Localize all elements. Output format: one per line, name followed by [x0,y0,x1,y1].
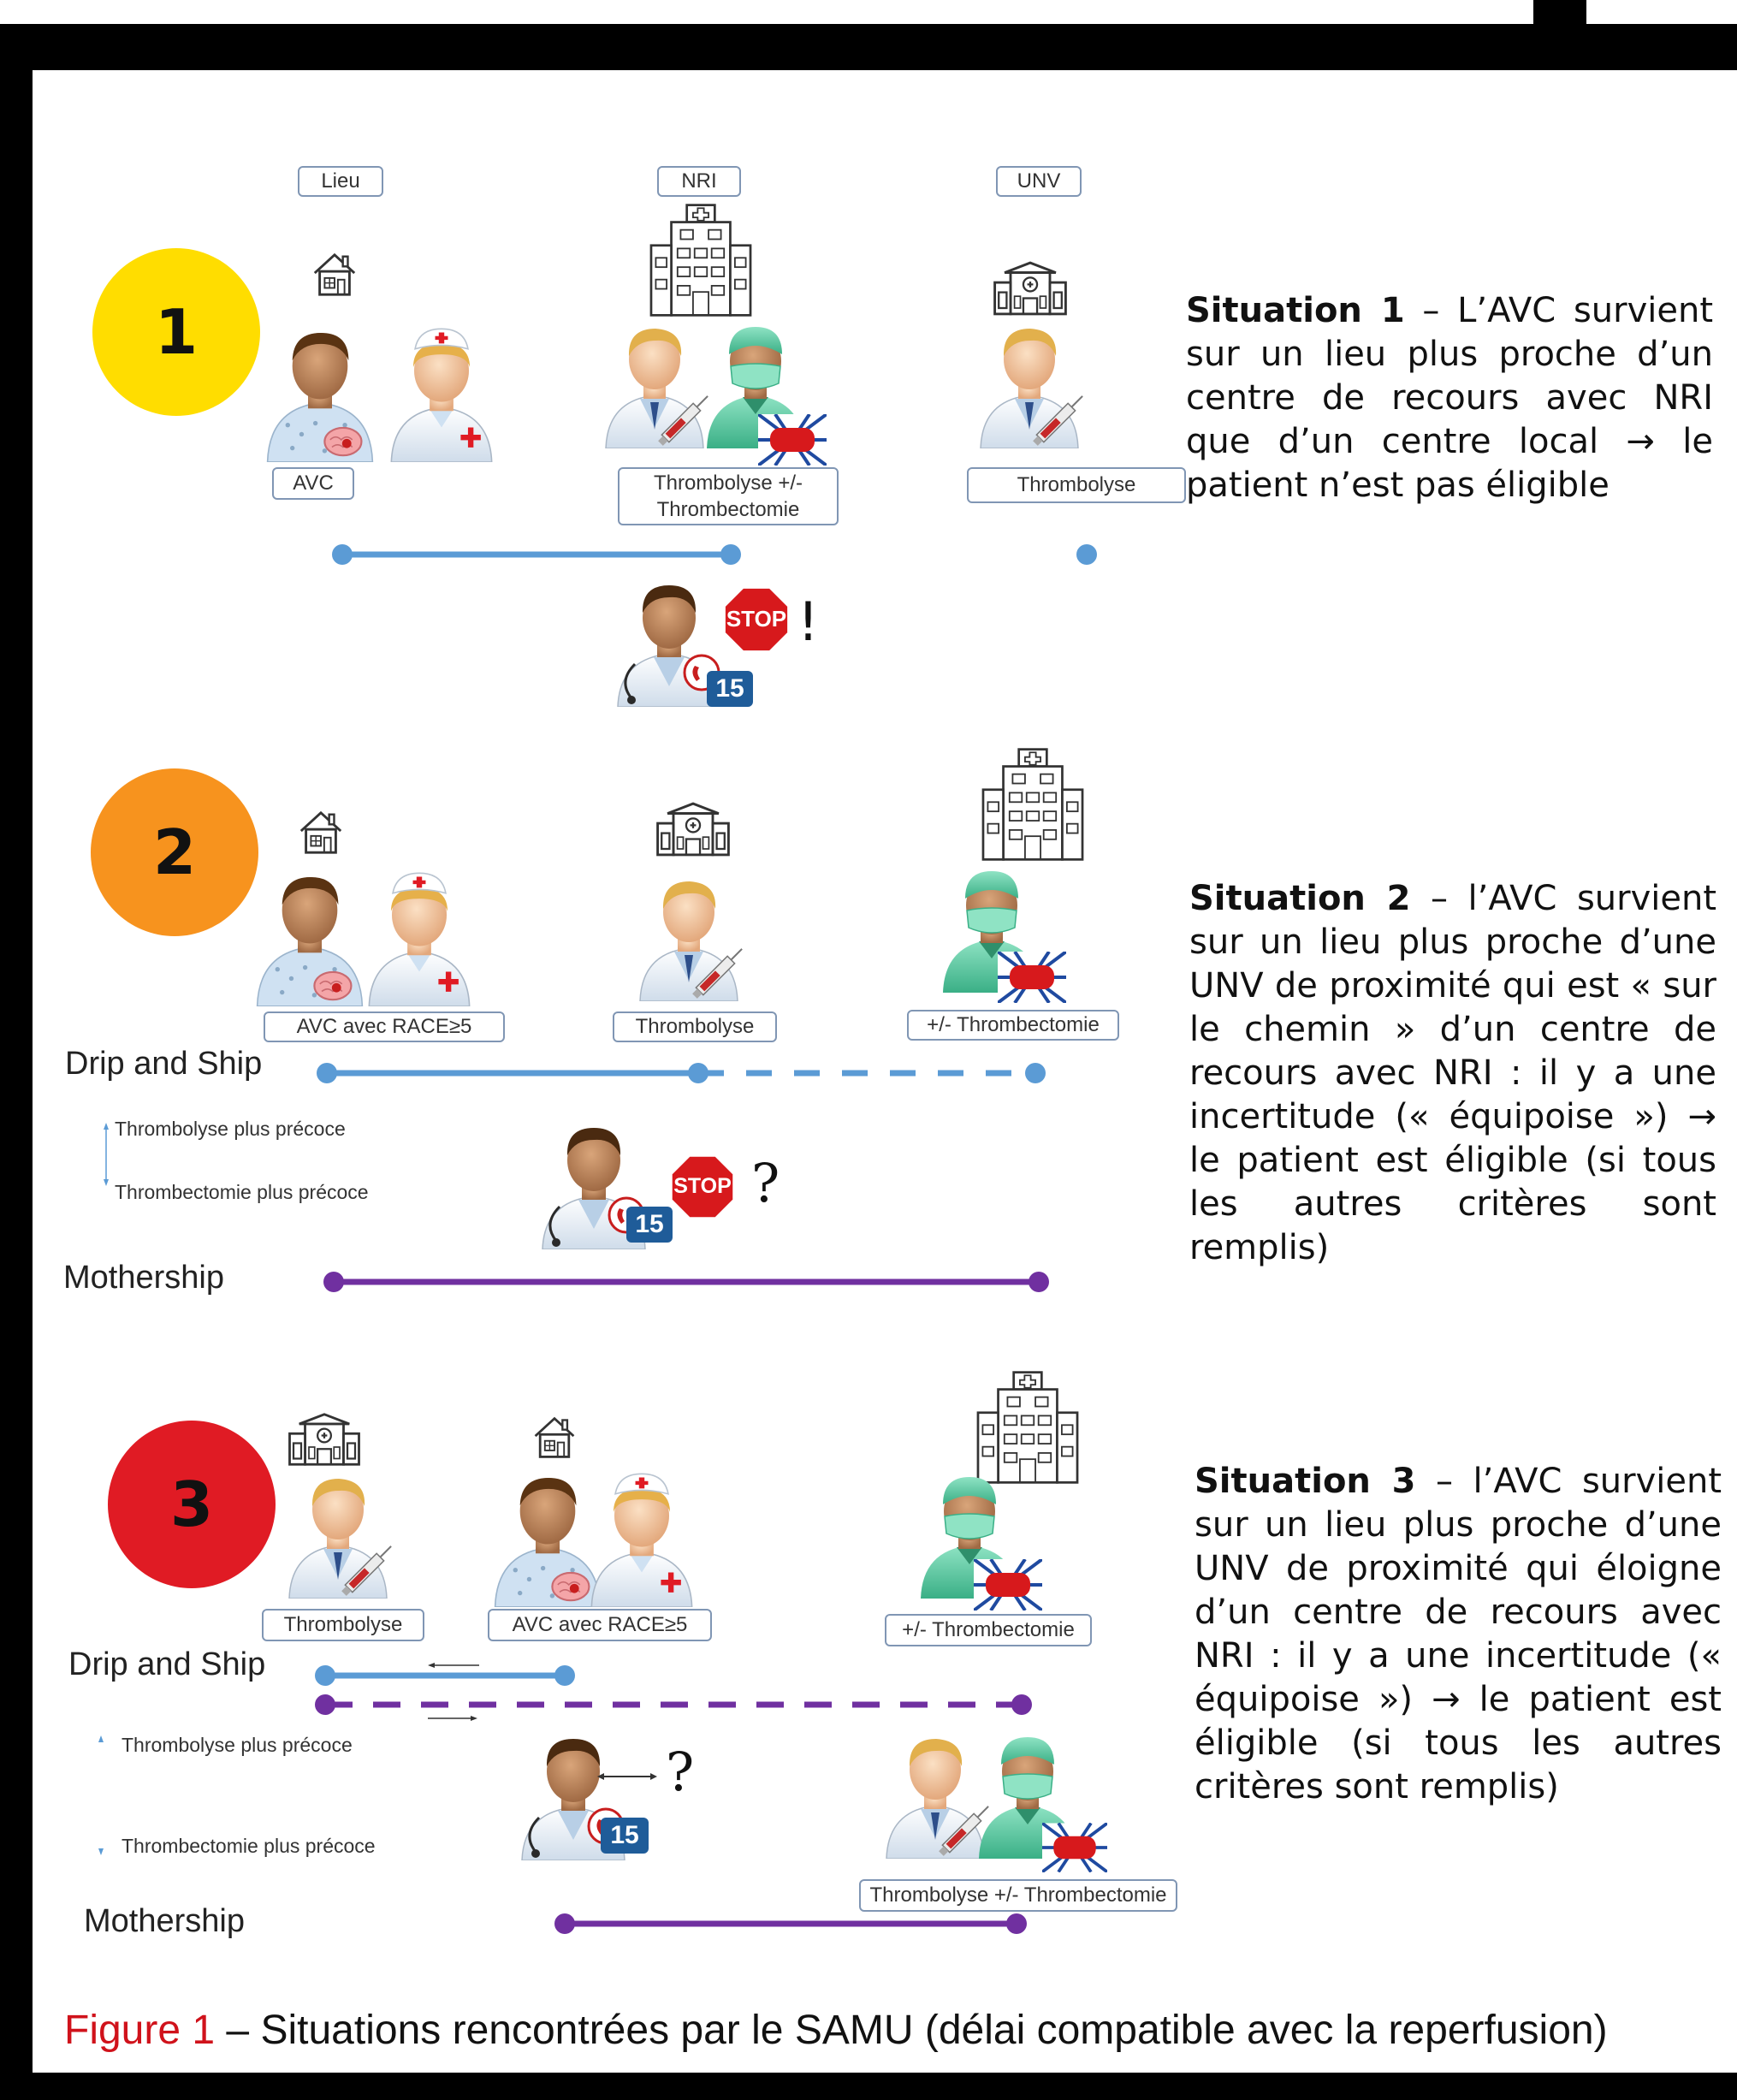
stop-sign-text: STOP [673,1174,732,1198]
patient-icon [260,323,380,462]
situation-1-body: – L’AVC survient sur un lieu plus proche… [1186,291,1714,505]
label-unv-treatment: Thrombolyse [967,467,1186,503]
doctor-icon [282,1470,394,1599]
doctor-icon [974,320,1085,448]
situation-2-drip-route [317,1063,1046,1083]
frame-top-right-white [1586,0,1737,24]
column-label-lieu: Lieu [298,166,383,197]
legend-thrombectomie-earlier: Thrombectomie plus précoce [122,1835,376,1857]
mothership-label: Mothership [63,1260,224,1296]
legend-thrombolyse-earlier: Thrombolyse plus précoce [115,1118,346,1140]
patient-icon [250,868,370,1006]
label-thrombolyse: Thrombolyse [613,1011,777,1042]
hospital-large-icon [975,746,1090,863]
situation-2-mothership-route [323,1272,1049,1292]
frame-top-left-white [0,0,1533,24]
samu-badge: 15 [601,1818,649,1854]
question-mark: ? [666,1741,695,1803]
hospital-large-icon [970,1369,1085,1486]
column-label-unv: UNV [996,166,1082,197]
legend-down-arrow [98,1848,104,1855]
hospital-small-icon [991,258,1070,318]
label-avc-race: AVC avec RACE≥5 [488,1609,712,1641]
doctor-icon [633,873,744,1001]
exclamation-mark: ! [797,590,819,653]
nri-badge-icon [998,952,1066,1003]
label-thrombolyse: Thrombolyse [262,1609,424,1641]
situation-2-badge: 2 [91,768,258,936]
nurse-icon [359,869,479,1006]
legend-up-arrow [98,1735,104,1742]
nri-badge-icon [974,1559,1042,1611]
label-nri-treatment: Thrombolyse +/- Thrombectomie [618,467,839,525]
label-thrombolyse-thrombectomie: Thrombolyse +/- Thrombectomie [859,1879,1177,1912]
column-label-nri: NRI [657,166,741,197]
stop-sign-text: STOP [726,606,787,632]
label-thrombectomie: +/- Thrombectomie [885,1614,1092,1646]
figure-caption-label: Figure 1 [64,2008,216,2053]
label-avc-race: AVC avec RACE≥5 [264,1011,505,1042]
mothership-label: Mothership [84,1903,245,1939]
situation-1-badge: 1 [92,248,260,416]
nri-badge-icon [758,414,827,466]
situation-2-text: Situation 2 – l’AVC survient sur un lieu… [1189,877,1716,1270]
situation-2-title: Situation 2 [1189,879,1411,918]
hospital-large-icon [643,202,758,318]
house-icon [296,808,346,857]
hospital-small-icon [286,1410,363,1468]
house-icon [310,250,359,300]
question-mark: ? [751,1152,780,1214]
situation-3-mothership-route [554,1913,1027,1934]
nri-badge-icon [1042,1823,1107,1872]
doctor-icon [599,320,710,448]
situation-3-badge: 3 [108,1421,276,1588]
samu-number: 15 [610,1821,639,1849]
samu-badge: 15 [707,671,753,707]
situation-1-text: Situation 1 – L’AVC survient sur un lieu… [1186,289,1713,507]
hospital-small-icon [654,799,732,859]
nurse-icon [382,325,501,462]
situation-2-body: – l’AVC survient sur un lieu plus proche… [1189,879,1717,1267]
samu-number: 15 [715,674,744,703]
house-icon [531,1414,578,1462]
situation-3-drip-route [315,1663,1032,1721]
situation-3-text: Situation 3 – l’AVC survient sur un lieu… [1195,1460,1722,1809]
figure-caption-text: – Situations rencontrées par le SAMU (dé… [215,2008,1608,2053]
situation-1-route [332,544,1097,565]
drip-and-ship-label: Drip and Ship [68,1646,266,1682]
legend-up-arrow [104,1123,109,1186]
label-avc: AVC [272,467,354,500]
label-thrombectomie: +/- Thrombectomie [907,1010,1119,1041]
situation-1-title: Situation 1 [1186,291,1405,330]
samu-badge: 15 [626,1207,673,1243]
samu-number: 15 [635,1210,664,1238]
figure-caption: Figure 1 – Situations rencontrées par le… [64,2007,1608,2054]
situation-3-body: – l’AVC survient sur un lieu plus proche… [1195,1462,1722,1806]
situation-3-title: Situation 3 [1195,1462,1416,1501]
nurse-icon [582,1470,702,1607]
legend-thrombectomie-earlier: Thrombectomie plus précoce [115,1181,369,1203]
drip-and-ship-label: Drip and Ship [65,1046,263,1082]
bidirectional-arrow-icon [597,1773,657,1780]
legend-thrombolyse-earlier: Thrombolyse plus précoce [122,1734,353,1756]
